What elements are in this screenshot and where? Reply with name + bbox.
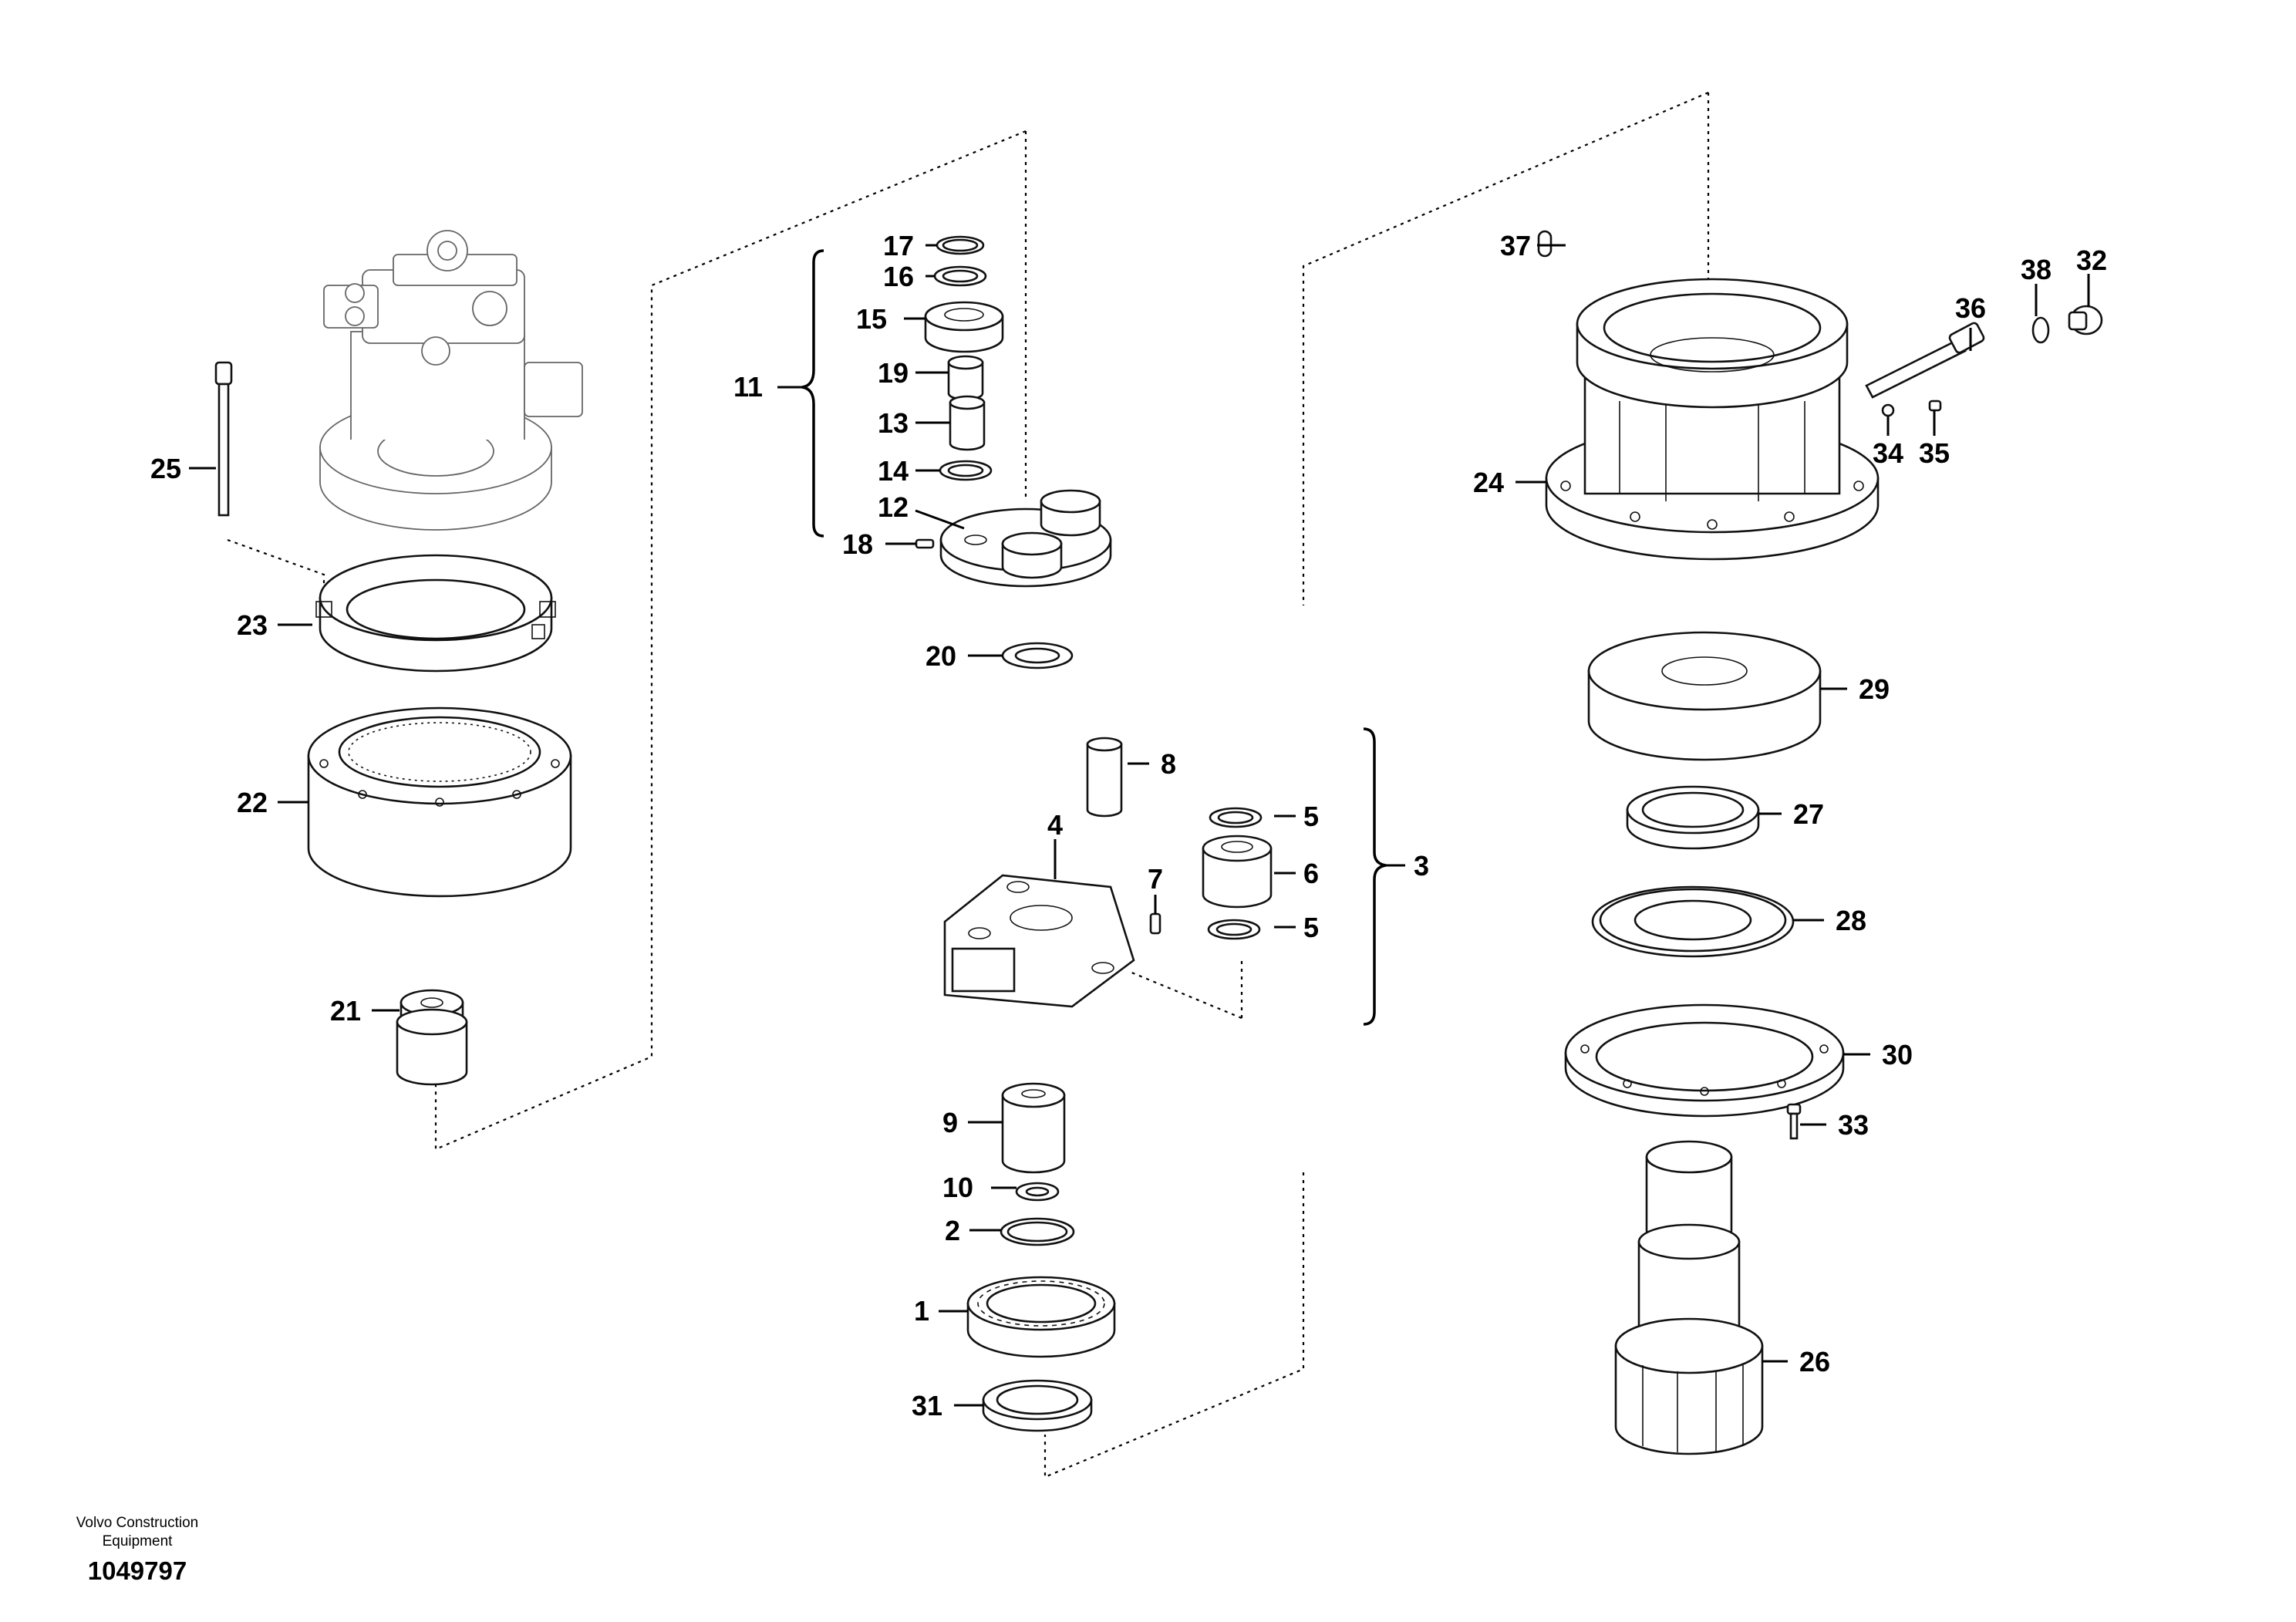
callout-32: 32 bbox=[2076, 244, 2107, 276]
part-10-washer bbox=[1015, 1182, 1060, 1202]
callout-5a: 5 bbox=[1303, 801, 1319, 832]
part-35-clip bbox=[1928, 400, 1942, 412]
callout-labels: 1 2 3 4 5 5 6 7 8 9 10 11 12 13 14 15 16… bbox=[150, 230, 2107, 1421]
assembly-axis-lines bbox=[227, 91, 1710, 1479]
publisher-line-1: Volvo Construction bbox=[76, 1515, 198, 1531]
group-11-bracket bbox=[777, 249, 824, 538]
callout-24: 24 bbox=[1473, 467, 1504, 498]
callout-3: 3 bbox=[1414, 850, 1429, 882]
callout-6: 6 bbox=[1303, 858, 1319, 889]
part-5-thrust-washer-upper bbox=[1209, 807, 1263, 828]
callout-15: 15 bbox=[856, 303, 887, 335]
part-25-cap-screw bbox=[214, 361, 233, 517]
part-14-washer bbox=[939, 460, 993, 481]
callout-28: 28 bbox=[1836, 905, 1866, 936]
part-32-breather bbox=[2068, 305, 2103, 336]
part-21-pinion bbox=[396, 989, 468, 1086]
part-31-seal bbox=[982, 1379, 1093, 1432]
callout-23: 23 bbox=[237, 609, 268, 641]
callout-37: 37 bbox=[1500, 230, 1531, 261]
callout-38: 38 bbox=[2021, 254, 2052, 285]
callout-29: 29 bbox=[1859, 673, 1890, 705]
callout-22: 22 bbox=[237, 787, 268, 818]
callout-31: 31 bbox=[912, 1390, 942, 1421]
part-38-o-ring bbox=[2031, 316, 2050, 344]
publisher-credit: Volvo Construction Equipment bbox=[76, 1515, 198, 1549]
callout-12: 12 bbox=[878, 491, 909, 523]
callout-5b: 5 bbox=[1303, 912, 1319, 943]
part-34-plug bbox=[1881, 403, 1895, 417]
callout-30: 30 bbox=[1882, 1039, 1913, 1071]
part-8-pin bbox=[1086, 737, 1123, 818]
part-1-bearing bbox=[966, 1276, 1116, 1358]
callout-18: 18 bbox=[842, 528, 873, 560]
callout-10: 10 bbox=[942, 1172, 973, 1203]
part-16-washer bbox=[933, 265, 987, 287]
callout-34: 34 bbox=[1873, 437, 1903, 469]
part-2-snap-ring bbox=[1000, 1217, 1075, 1246]
part-17-snap-ring bbox=[936, 235, 985, 255]
callout-8: 8 bbox=[1161, 748, 1176, 780]
callout-14: 14 bbox=[878, 455, 909, 487]
callout-35: 35 bbox=[1919, 437, 1950, 469]
part-4-carrier bbox=[943, 874, 1135, 1008]
part-19-needle-bearing bbox=[947, 355, 984, 401]
callout-36: 36 bbox=[1955, 292, 1986, 324]
publisher-line-2: Equipment bbox=[103, 1533, 174, 1549]
callout-17: 17 bbox=[883, 230, 914, 261]
part-28-cover-plate bbox=[1591, 885, 1795, 958]
callout-11: 11 bbox=[733, 371, 763, 403]
callout-21: 21 bbox=[330, 995, 361, 1027]
part-6-planet-gear bbox=[1202, 835, 1273, 909]
callout-9: 9 bbox=[942, 1107, 958, 1138]
callout-25: 25 bbox=[150, 453, 181, 484]
document-number: 1049797 bbox=[88, 1556, 187, 1585]
part-13-pin bbox=[949, 395, 986, 451]
part-33-bolt bbox=[1786, 1103, 1802, 1140]
part-22-ring-gear bbox=[307, 706, 572, 898]
part-24-housing bbox=[1545, 278, 1880, 561]
leader-lines bbox=[189, 244, 2090, 1407]
callout-19: 19 bbox=[878, 357, 909, 389]
callout-16: 16 bbox=[883, 261, 914, 292]
part-29-seal-block bbox=[1587, 631, 1822, 761]
callout-20: 20 bbox=[925, 640, 956, 672]
callout-27: 27 bbox=[1793, 798, 1824, 830]
callout-33: 33 bbox=[1838, 1109, 1869, 1141]
part-9-sun-gear bbox=[1001, 1082, 1066, 1174]
callout-13: 13 bbox=[878, 407, 909, 439]
group-3-bracket bbox=[1363, 727, 1405, 1026]
callout-4: 4 bbox=[1047, 809, 1063, 841]
part-26-pinion-shaft bbox=[1614, 1140, 1764, 1455]
part-37-plug bbox=[1537, 230, 1553, 258]
part-15-planet-gear bbox=[924, 301, 1004, 353]
callout-7: 7 bbox=[1148, 863, 1163, 895]
part-7-spring-pin bbox=[1149, 912, 1161, 935]
part-30-retainer bbox=[1564, 1003, 1845, 1118]
part-20-thrust-washer bbox=[1001, 642, 1074, 669]
part-12-carrier bbox=[939, 489, 1112, 588]
callout-26: 26 bbox=[1799, 1346, 1830, 1378]
part-18-spring-pin bbox=[915, 538, 935, 549]
callout-2: 2 bbox=[945, 1215, 960, 1246]
part-27-oil-seal bbox=[1626, 785, 1760, 850]
part-swing-motor bbox=[319, 230, 583, 531]
part-36-level-gauge bbox=[1865, 322, 1985, 399]
part-23-ring bbox=[315, 554, 556, 673]
callout-1: 1 bbox=[914, 1295, 929, 1327]
part-5-thrust-washer-lower bbox=[1207, 919, 1261, 940]
